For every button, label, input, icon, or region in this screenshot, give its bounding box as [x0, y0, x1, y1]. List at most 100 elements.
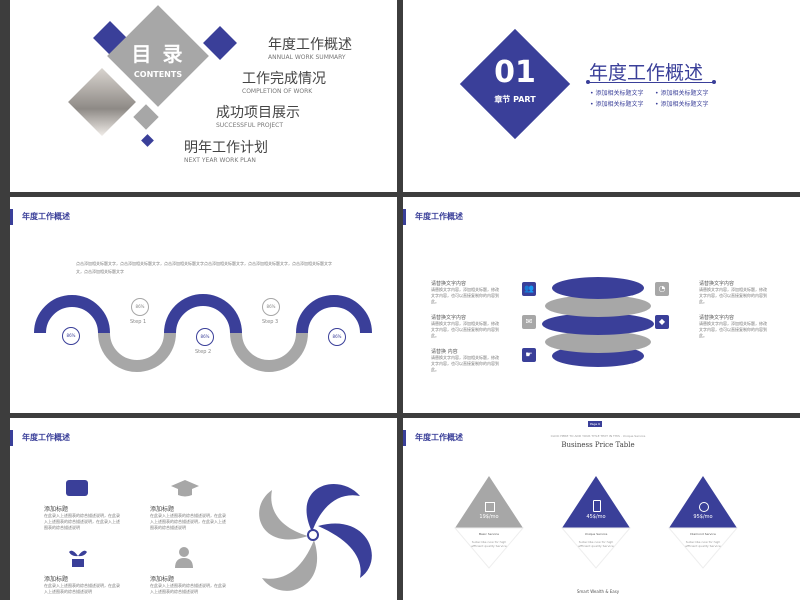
slide-toc[interactable]: 目 录 CONTENTS 年度工作概述 ANNUAL WORK SUMMARY …: [10, 0, 397, 192]
step-label-3: Step 3: [262, 319, 279, 325]
stack-left-1-body: 请替换文字内容，添加相关标题，修改文字内容，也可以直接复制你的内容到此。: [431, 287, 499, 304]
stack-right-1-body: 请替换文字内容，添加相关标题，修改文字内容，也可以直接复制你的内容到此。: [699, 287, 767, 304]
plan-name-3: Diamond Service: [690, 532, 716, 536]
stack-right-2: 请替换文字内容 请替换文字内容，添加相关标题，修改文字内容，也可以直接复制你的内…: [699, 315, 769, 339]
toc-item-4[interactable]: 明年工作计划 NEXT YEAR WORK PLAN: [184, 137, 268, 164]
chapter-bullet-2: • 添加相关标题文字: [655, 90, 709, 97]
slide-stack[interactable]: 年度工作概述 请替换文字内容 请替换文字内容，添加相关标题，修改文字内容，也可以…: [403, 197, 800, 413]
chapter-underline-dot-r: [712, 80, 716, 84]
plan-desc-2: Subscribe now for high efficient quality…: [578, 540, 614, 548]
feature-2-body: 在此录入上述图表的综合描述说明，在此录入上述图表的综合描述说明，在此录入上述图表…: [150, 513, 226, 530]
person-icon: [174, 546, 194, 568]
toc-title: 目 录: [131, 42, 185, 66]
toc-item-2-cn: 工作完成情况: [242, 71, 326, 87]
step-label-2: Step 2: [195, 349, 212, 355]
pct-pin-2: 86%: [131, 298, 149, 316]
swirl-graphic: [259, 484, 372, 591]
toc-item-1-cn: 年度工作概述: [268, 37, 352, 53]
feature-4-title: 添加标题: [150, 576, 175, 583]
feature-3-title: 添加标题: [44, 576, 69, 583]
slide-steps[interactable]: 年度工作概述 点击添加相关标题文字，点击添加相关标题文字，点击添加相关标题文字点…: [10, 197, 397, 413]
slide-header: 年度工作概述: [10, 430, 210, 446]
chapter-number: 01: [494, 55, 536, 90]
gauge-icon: ◔: [655, 282, 669, 296]
plant-icon: [68, 546, 88, 568]
stack-left-2-body: 请替换文字内容，添加相关标题，修改文字内容，也可以直接复制你的内容到此。: [431, 321, 499, 338]
plan-name-2: Unique Service: [584, 532, 608, 536]
plan-icon-2: [593, 500, 601, 512]
plan-price-1: 19$/mo: [479, 514, 499, 520]
feature-4: 添加标题 在此录入上述图表的综合描述说明，在此录入上述图表的综合描述说明: [150, 574, 228, 595]
slide-header: 年度工作概述: [10, 209, 210, 225]
diamond-gray-small: [133, 104, 159, 130]
price-title: Business Price Table: [561, 441, 635, 449]
feature-3: 添加标题 在此录入上述图表的综合描述说明，在此录入上述图表的综合描述说明: [44, 574, 122, 595]
stack-left-2: 请替换文字内容 请替换文字内容，添加相关标题，修改文字内容，也可以直接复制你的内…: [431, 315, 499, 339]
plan-icon-1: [485, 502, 495, 512]
feature-2: 添加标题 在此录入上述图表的综合描述说明，在此录入上述图表的综合描述说明，在此录…: [150, 504, 228, 531]
slide-chapter[interactable]: 01 章节 PART 年度工作概述 • 添加相关标题文字 • 添加相关标题文字 …: [403, 0, 800, 192]
stack-right-1: 请替换文字内容 请替换文字内容，添加相关标题，修改文字内容，也可以直接复制你的内…: [699, 281, 769, 305]
toc-item-1[interactable]: 年度工作概述 ANNUAL WORK SUMMARY: [268, 34, 352, 61]
pct-pin-5: 86%: [328, 328, 346, 346]
feature-1-title: 添加标题: [44, 506, 69, 513]
price-tag: Page 6: [588, 421, 602, 427]
wallet-icon: [66, 480, 88, 496]
plan-desc-3: Subscribe now for high efficient quality…: [685, 540, 721, 548]
plan-desc-1: Subscribe now for high efficient quality…: [471, 540, 507, 548]
plan-name-1: Basic Service: [479, 532, 499, 536]
pointer-icon: ☛: [522, 348, 536, 362]
stack-right-2-title: 请替换文字内容: [699, 315, 735, 321]
chapter-bullet-1: • 添加相关标题文字: [590, 90, 644, 97]
chapter-part: 章节 PART: [494, 95, 536, 104]
feature-1: 添加标题 在此录入上述图表的综合描述说明，在此录入上述图表的综合描述说明，在此录…: [44, 504, 122, 531]
slide-header-title: 年度工作概述: [22, 433, 70, 442]
slide-price[interactable]: 年度工作概述 Page 6 CLICK HERE TO ADD YOUR TIT…: [403, 418, 800, 600]
pct-pin-1: 86%: [62, 327, 80, 345]
slide-header-title: 年度工作概述: [22, 212, 70, 221]
steps-intro-line-2: 文，点击添加相关标题文字: [76, 269, 124, 274]
plan-price-2: 45$/mo: [586, 514, 606, 520]
feature-4-body: 在此录入上述图表的综合描述说明，在此录入上述图表的综合描述说明: [150, 583, 226, 594]
stack-right-1-title: 请替换文字内容: [699, 281, 735, 287]
stack-left-1: 请替换文字内容 请替换文字内容，添加相关标题，修改文字内容，也可以直接复制你的内…: [431, 281, 499, 305]
steps-intro-line-1: 点击添加相关标题文字，点击添加相关标题文字，点击添加相关标题文字点击添加相关标题…: [76, 261, 332, 266]
plan-price-3: 95$/mo: [693, 514, 713, 520]
diamond-tiny: [141, 134, 154, 147]
slide-header-title: 年度工作概述: [415, 212, 463, 221]
toc-item-3[interactable]: 成功项目展示 SUCCESSFUL PROJECT: [216, 102, 300, 129]
feature-2-title: 添加标题: [150, 506, 175, 513]
chapter-bullet-3: • 添加相关标题文字: [590, 101, 644, 108]
pct-pin-3: 86%: [196, 328, 214, 346]
feature-3-body: 在此录入上述图表的综合描述说明，在此录入上述图表的综合描述说明: [44, 583, 120, 594]
slide-header: 年度工作概述: [403, 209, 603, 225]
slide-header-title: 年度工作概述: [415, 433, 463, 442]
toc-subtitle: CONTENTS: [133, 70, 183, 79]
disc-stack: [542, 277, 654, 367]
slide-features[interactable]: 年度工作概述 添加标题 在此录入上述图表的综合描述说明，在此录入上述图表的综合描…: [10, 418, 397, 600]
price-subtitle: CLICK HERE TO ADD YOUR TITLE TEXT IN THI…: [550, 434, 646, 438]
toc-item-3-cn: 成功项目展示: [216, 105, 300, 121]
stack-left-2-title: 请替换文字内容: [431, 315, 467, 321]
toc-item-4-cn: 明年工作计划: [184, 140, 268, 156]
stack-left-3-body: 请替换文字内容，添加相关标题，修改文字内容，也可以直接复制你的内容到此。: [431, 355, 499, 372]
chapter-underline-dot-l: [586, 80, 590, 84]
graduation-cap-icon: [170, 478, 200, 498]
step-label-1: Step 1: [130, 319, 147, 325]
chat-icon: ✉: [522, 315, 536, 329]
plan-icon-3: [699, 502, 709, 512]
stack-right-2-body: 请替换文字内容，添加相关标题，修改文字内容，也可以直接复制你的内容到此。: [699, 321, 767, 338]
toc-item-2-en: COMPLETION OF WORK: [242, 88, 313, 95]
toc-item-3-en: SUCCESSFUL PROJECT: [216, 122, 284, 129]
stack-left-3: 请替换 内容 请替换文字内容，添加相关标题，修改文字内容，也可以直接复制你的内容…: [431, 349, 499, 373]
feature-1-body: 在此录入上述图表的综合描述说明，在此录入上述图表的综合描述说明，在此录入上述图表…: [44, 513, 120, 530]
chapter-underline: [587, 82, 715, 83]
people-icon: 👥: [522, 282, 536, 296]
toc-item-2[interactable]: 工作完成情况 COMPLETION OF WORK: [242, 68, 326, 95]
toc-item-1-en: ANNUAL WORK SUMMARY: [268, 54, 346, 61]
chapter-bullet-4: • 添加相关标题文字: [655, 101, 709, 108]
chapter-title: 年度工作概述: [589, 62, 704, 84]
tag-icon: ◆: [655, 315, 669, 329]
steps-wave: [34, 294, 372, 372]
stack-left-1-title: 请替换文字内容: [431, 281, 467, 287]
